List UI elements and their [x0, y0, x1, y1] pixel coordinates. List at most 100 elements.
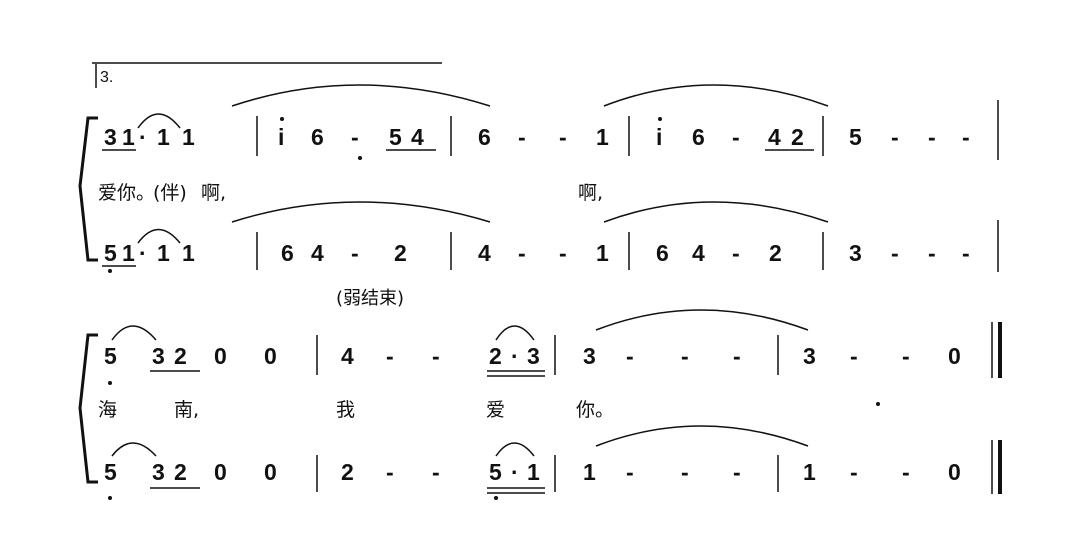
note-upper: · — [511, 343, 519, 369]
note-upper: - — [732, 124, 740, 150]
note-lower: 2 — [769, 240, 782, 266]
note-upper: 1 — [157, 124, 170, 150]
lyric-syllable: 爱 — [486, 399, 506, 421]
note-lower: · — [139, 240, 147, 266]
note-lower: 0 — [264, 459, 277, 485]
note-upper: 1 — [122, 124, 135, 150]
barlines-system-1 — [256, 100, 999, 272]
note-upper: - — [928, 124, 936, 150]
note-lower: - — [351, 240, 359, 266]
note-upper: - — [559, 124, 567, 150]
note-lower: 4 — [692, 240, 705, 266]
octave-dots — [108, 117, 880, 500]
dynamics-label: (弱结束) — [336, 288, 405, 309]
note-lower: - — [732, 240, 740, 266]
note-upper: - — [351, 124, 359, 150]
note-upper: 6 — [692, 124, 705, 150]
lyric-syllable: 海 — [98, 399, 118, 421]
note-lower: - — [432, 459, 440, 485]
note-lower: 4 — [311, 240, 324, 266]
beam-underlines — [102, 149, 814, 494]
lyric-syllable: 啊, — [201, 182, 227, 204]
note-upper: 3 — [803, 343, 816, 369]
lyric-syllable: 啊, — [578, 182, 604, 204]
note-lower: - — [962, 240, 970, 266]
lyric-syllable: (伴) — [153, 182, 187, 204]
note-lower: 1 — [182, 240, 195, 266]
note-upper: 0 — [214, 343, 227, 369]
note-lower: 2 — [394, 240, 407, 266]
lyric-syllable: 我 — [336, 399, 356, 421]
lyric-syllable: 南, — [174, 399, 200, 421]
note-lower: 3 — [152, 459, 165, 485]
slurs — [111, 84, 829, 457]
note-lower: - — [733, 459, 741, 485]
note-lower: - — [626, 459, 634, 485]
note-upper: 4 — [341, 343, 354, 369]
note-upper: 6 — [311, 124, 324, 150]
note-lower: - — [681, 459, 689, 485]
note-upper: - — [432, 343, 440, 369]
note-upper: 3 — [104, 124, 117, 150]
note-lower: 0 — [948, 459, 961, 485]
note-lower: 1 — [122, 240, 135, 266]
note-upper: 2 — [489, 343, 502, 369]
note-upper: 5 — [389, 124, 402, 150]
note-upper: - — [386, 343, 394, 369]
note-lower: 6 — [281, 240, 294, 266]
note-upper: - — [681, 343, 689, 369]
note-lower: 2 — [174, 459, 187, 485]
note-upper: 3 — [583, 343, 596, 369]
note-upper: 4 — [411, 124, 424, 150]
note-upper: i — [656, 124, 663, 150]
note-lower: 1 — [527, 459, 540, 485]
lyric-syllable: 爱你。 — [98, 182, 156, 204]
volta-bracket — [92, 62, 442, 88]
note-lower: 6 — [656, 240, 669, 266]
note-upper: - — [850, 343, 858, 369]
note-upper: 3 — [527, 343, 540, 369]
note-upper: - — [518, 124, 526, 150]
note-upper: - — [962, 124, 970, 150]
note-upper: 2 — [791, 124, 804, 150]
note-lower: 1 — [583, 459, 596, 485]
note-upper: - — [733, 343, 741, 369]
system-brace-2 — [78, 333, 98, 484]
note-lower: 1 — [803, 459, 816, 485]
final-double-barline — [991, 322, 1002, 494]
barlines-system-2 — [316, 335, 779, 492]
note-lower: - — [891, 240, 899, 266]
system-brace-1 — [78, 116, 98, 262]
lyric-syllable: 你。 — [576, 399, 615, 421]
note-lower: 0 — [214, 459, 227, 485]
note-upper: 0 — [948, 343, 961, 369]
note-upper: 1 — [596, 124, 609, 150]
note-lower: - — [559, 240, 567, 266]
note-upper: 4 — [768, 124, 781, 150]
note-upper: i — [278, 124, 285, 150]
note-lower: 3 — [849, 240, 862, 266]
note-lower: 5 — [104, 459, 117, 485]
note-lower: · — [511, 459, 519, 485]
note-upper: 5 — [104, 343, 117, 369]
note-upper: 6 — [478, 124, 491, 150]
note-upper: 2 — [174, 343, 187, 369]
note-upper: · — [139, 124, 147, 150]
note-upper: 5 — [849, 124, 862, 150]
note-upper: - — [891, 124, 899, 150]
note-lower: 1 — [596, 240, 609, 266]
note-lower: 5 — [489, 459, 502, 485]
note-lower: 5 — [104, 240, 117, 266]
volta-label: 3. — [100, 69, 114, 86]
note-upper: - — [626, 343, 634, 369]
note-lower: - — [386, 459, 394, 485]
note-lower: - — [518, 240, 526, 266]
note-lower: 1 — [157, 240, 170, 266]
note-upper: 1 — [182, 124, 195, 150]
note-lower: - — [850, 459, 858, 485]
note-upper: 3 — [152, 343, 165, 369]
note-upper: 0 — [264, 343, 277, 369]
note-lower: 2 — [341, 459, 354, 485]
note-lower: 4 — [478, 240, 491, 266]
